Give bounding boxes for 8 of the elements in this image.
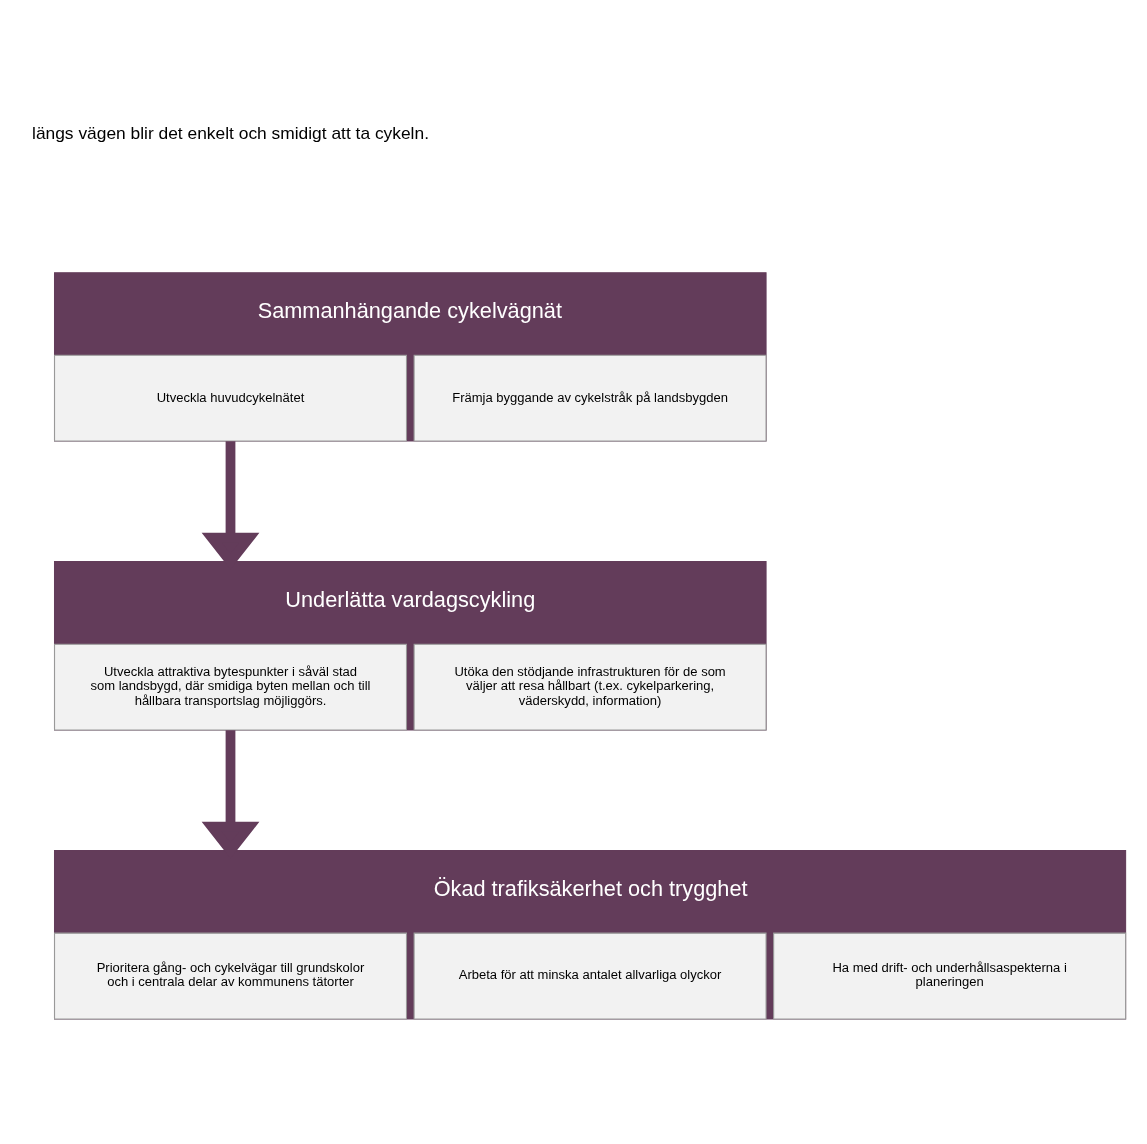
node-box: Utöka den stödjande infrastrukturen för de som väljer att resa hållbart (t.ex. cykelparkering, väderskydd, information): [413, 643, 767, 731]
node-box: Prioritera gång- och cykelvägar till grundskolor och i centrala delar av kommunens tätorter: [54, 932, 408, 1019]
node-box: Utveckla huvudcykelnätet: [54, 354, 408, 442]
node-box: Utveckla attraktiva bytespunkter i såväl stad som landsbygd, där smidiga byten mellan och till hållbara transportslag möjliggörs.: [54, 643, 408, 731]
node-box: Främja byggande av cykelstråk på landsbygden: [413, 354, 767, 442]
node-box: Arbeta för att minska antalet allvarliga olyckor: [413, 932, 767, 1019]
label: längs vägen blir det enkelt och smidigt att ta cykeln.: [32, 122, 429, 143]
node-box: Ha med drift- och underhållsaspekterna i planeringen: [773, 932, 1127, 1019]
